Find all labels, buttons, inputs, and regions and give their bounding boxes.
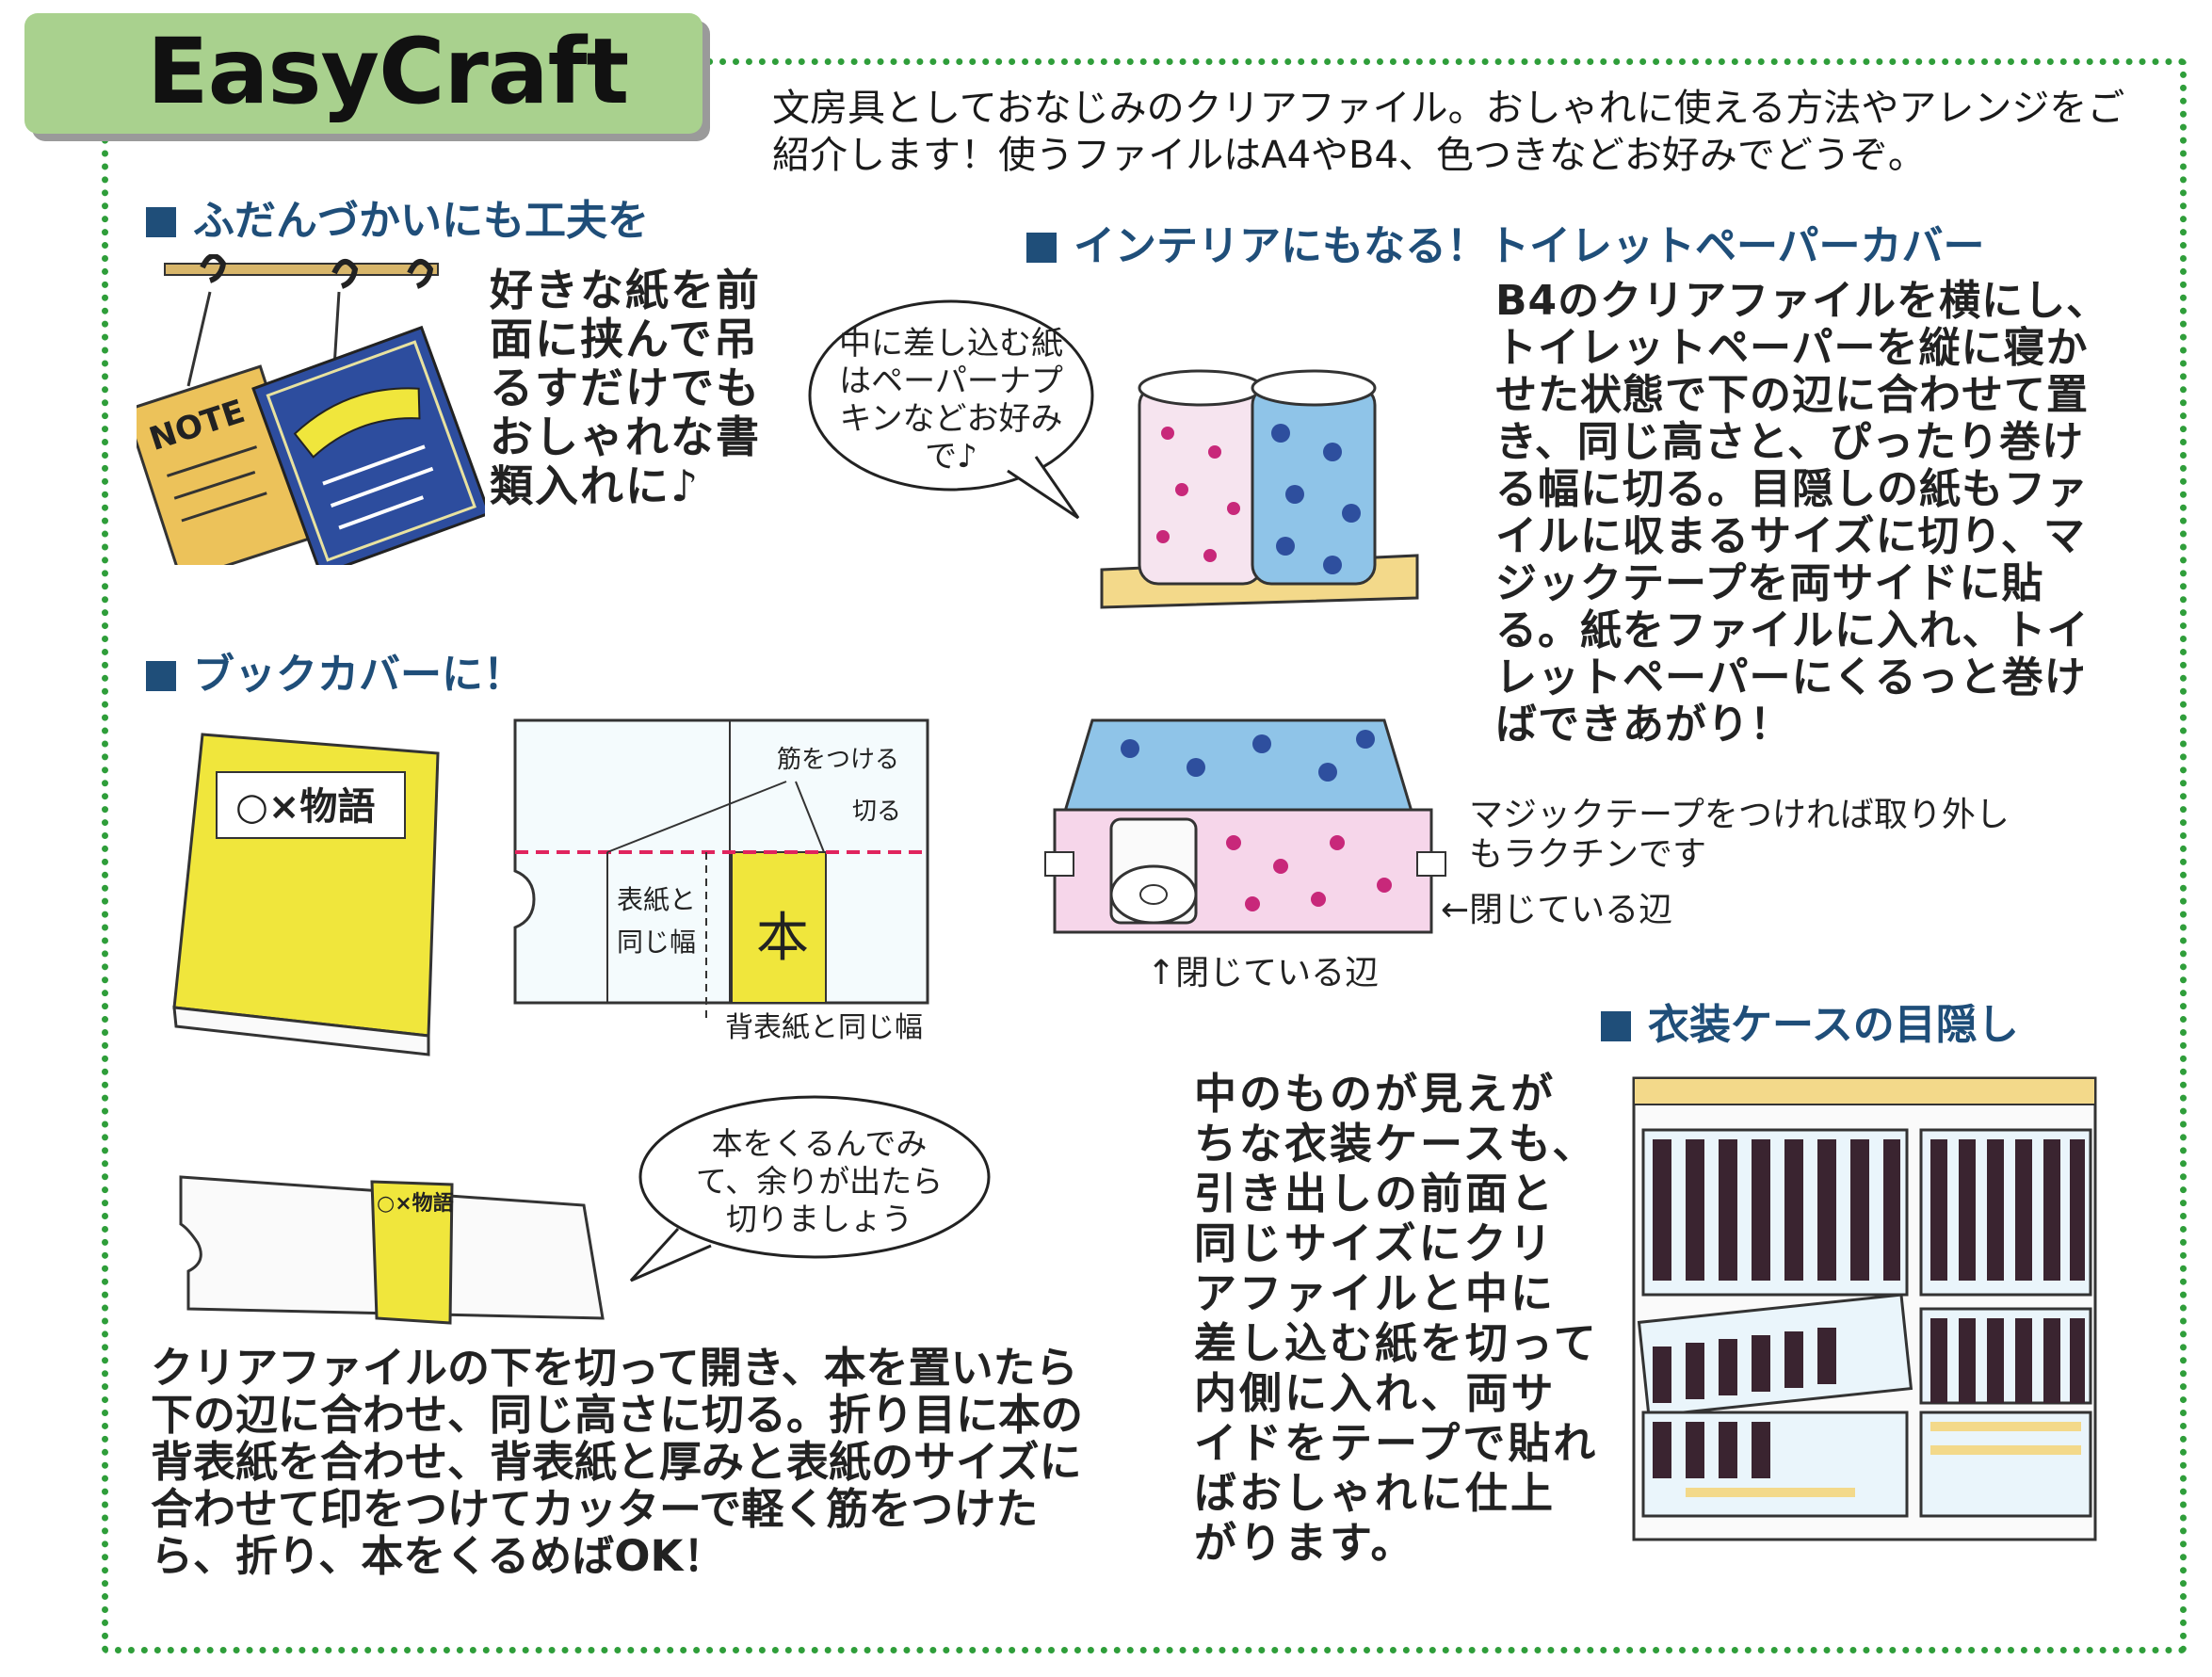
daily-heading-text: ふだんづかいにも工夫を xyxy=(193,197,649,245)
toilet-rolls-illustration xyxy=(1100,369,1419,609)
square-bullet-icon xyxy=(146,661,176,691)
toilet-body: B4のクリアファイルを横にし、トイレットペーパーを縦に寝かせた状態で下の辺に合わ… xyxy=(1495,277,2109,749)
wrapped-book-title: ○×物語 xyxy=(377,1191,454,1216)
logo-text: EasyCraft xyxy=(147,19,629,124)
toilet-heading: インテリアにもなる！トイレットペーパーカバー xyxy=(1026,212,1985,272)
toilet-bubble-text: 中に差し込む紙はペーパーナプキンなどお好みで♪ xyxy=(839,325,1063,476)
bookcover-heading-text: ブックカバーに！ xyxy=(193,651,525,699)
yellow-book-illustration: ○×物語 xyxy=(172,733,440,1056)
toilet-note-closed-bottom: ↑閉じている辺 xyxy=(1147,954,1380,992)
storage-case-illustration xyxy=(1632,1076,2097,1541)
intro-text: 文房具としておなじみのクリアファイル。おしゃれに使える方法やアレンジをご紹介しま… xyxy=(772,87,2125,177)
bookcover-speech-bubble xyxy=(629,1095,991,1282)
toilet-cover-diagram xyxy=(1044,718,1446,934)
daily-body: 好きな紙を前面に挟んで吊るすだけでもおしゃれな書類入れに♪ xyxy=(490,265,761,511)
book-title-text: ○×物語 xyxy=(235,785,375,829)
label-same-width-2: 同じ幅 xyxy=(617,927,696,958)
hanging-folders-illustration: NOTE xyxy=(137,254,485,565)
bookcover-body: クリアファイルの下を切って開き、本を置いたら下の辺に合わせ、同じ高さに切る。折り… xyxy=(151,1343,1084,1581)
label-cut: 切る xyxy=(852,798,901,826)
bookcover-bubble-text: 本をくるんでみて、余りが出たら切りましょう xyxy=(695,1125,944,1237)
wrapped-book-illustration: ○×物語 xyxy=(179,1175,605,1325)
storage-heading-text: 衣装ケースの目隠し xyxy=(1648,1001,2019,1049)
logo-badge: EasyCraft xyxy=(24,13,702,134)
toilet-note-closed-right: ←閉じている辺 xyxy=(1441,891,1673,929)
toilet-note-tape: マジックテープをつければ取り外しもラクチンです xyxy=(1469,796,2010,874)
square-bullet-icon xyxy=(1601,1011,1631,1041)
label-spine: 背表紙と同じ幅 xyxy=(725,1011,923,1044)
label-crease: 筋をつける xyxy=(777,746,899,774)
cover-pattern-diagram: 筋をつける 切る 本 表紙と 同じ幅 xyxy=(513,718,929,1022)
daily-heading: ふだんづかいにも工夫を xyxy=(146,186,649,247)
square-bullet-icon xyxy=(1026,233,1057,263)
bookcover-heading: ブックカバーに！ xyxy=(146,640,525,701)
toilet-speech-bubble xyxy=(808,299,1094,520)
label-book: 本 xyxy=(756,908,809,969)
toilet-heading-text: インテリアにもなる！トイレットペーパーカバー xyxy=(1074,222,1985,270)
dotted-frame xyxy=(102,58,2187,1653)
label-same-width: 表紙と xyxy=(617,884,696,915)
storage-body: 中のものが見えがちな衣装ケースも、引き出しの前面と同じサイズにクリアファイルと中… xyxy=(1194,1069,1599,1568)
square-bullet-icon xyxy=(146,207,176,237)
storage-heading: 衣装ケースの目隠し xyxy=(1601,991,2019,1051)
